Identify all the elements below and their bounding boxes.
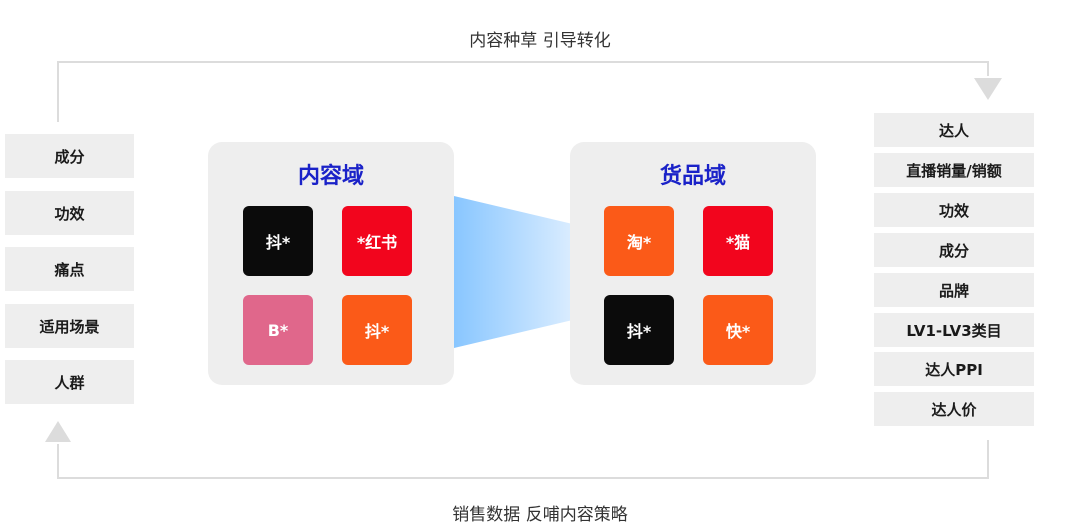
right-tag: 直播销量/销额	[874, 153, 1034, 187]
content-domain-title: 内容域	[297, 164, 364, 189]
right-tag: 达人价	[874, 392, 1034, 426]
right-tag: 达人PPI	[874, 352, 1034, 386]
platform-tile: 淘*	[604, 206, 674, 276]
platform-tile: B*	[243, 295, 313, 365]
goods-domain-panel: 货品域 淘* *猫 抖* 快*	[570, 142, 816, 385]
connector-beam	[454, 196, 570, 348]
left-tag: 适用场景	[5, 304, 134, 348]
down-arrow-icon	[974, 78, 1002, 100]
bottom-caption: 销售数据 反哺内容策略	[452, 505, 628, 525]
platform-tile: *红书	[342, 206, 412, 276]
left-tag: 痛点	[5, 247, 134, 291]
top-caption: 内容种草 引导转化	[469, 31, 611, 51]
platform-tile: 快*	[703, 295, 773, 365]
content-domain-panel: 内容域 抖* *红书 B* 抖*	[208, 142, 454, 385]
left-tag: 人群	[5, 360, 134, 404]
platform-tile: *猫	[703, 206, 773, 276]
goods-domain-title: 货品域	[659, 164, 726, 189]
up-arrow-icon	[45, 421, 71, 442]
right-tag: 达人	[874, 113, 1034, 147]
platform-tile: 抖*	[342, 295, 412, 365]
right-tag: 成分	[874, 233, 1034, 267]
left-tag: 功效	[5, 191, 134, 235]
bottom-flow-line	[57, 440, 989, 479]
right-tag: LV1-LV3类目	[874, 313, 1034, 347]
platform-tile: 抖*	[604, 295, 674, 365]
right-tag: 品牌	[874, 273, 1034, 307]
right-tag: 功效	[874, 193, 1034, 227]
left-tag: 成分	[5, 134, 134, 178]
top-flow-line	[57, 61, 989, 122]
platform-tile: 抖*	[243, 206, 313, 276]
